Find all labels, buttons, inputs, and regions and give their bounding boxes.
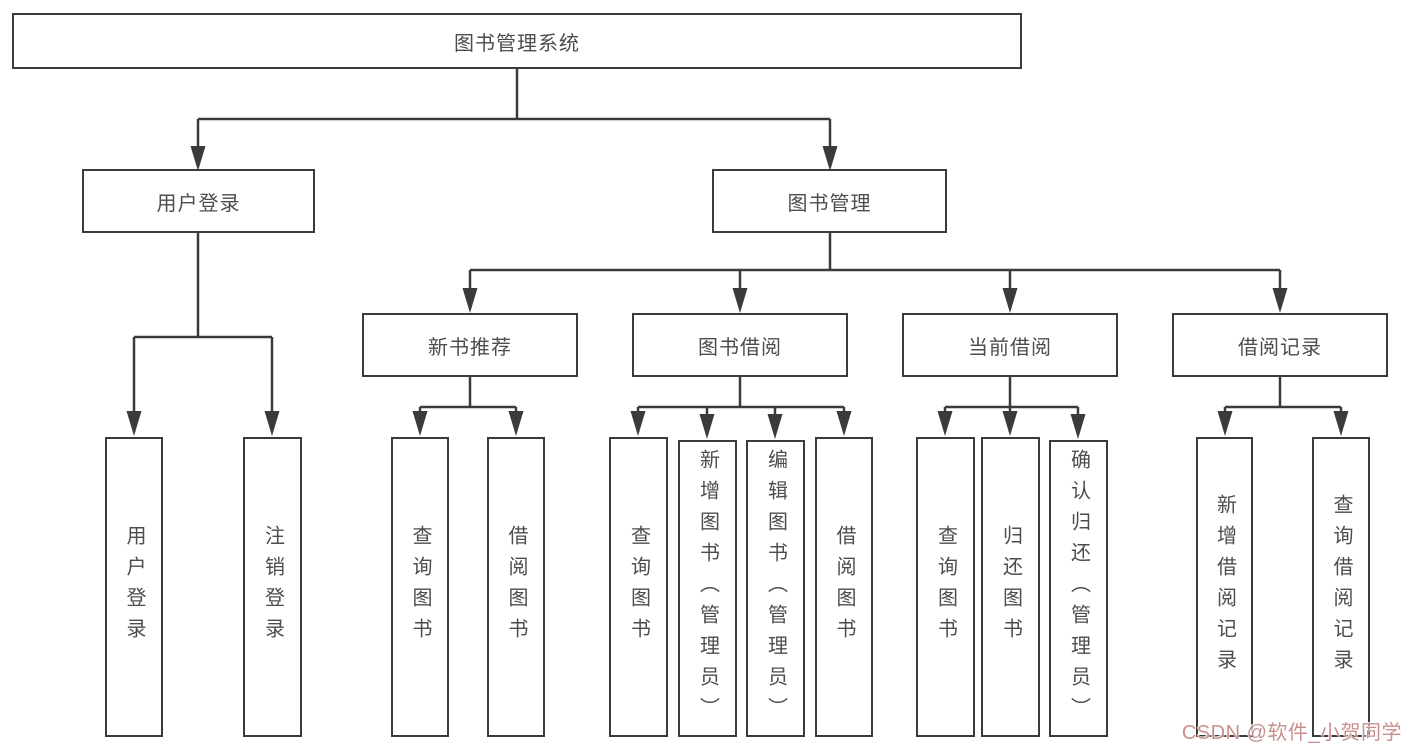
node-new-book-rec-label: 新书推荐 xyxy=(428,336,512,359)
node-logout-label: 注销登录 xyxy=(261,525,284,649)
node-nbr-borrow-book-label: 借阅图书 xyxy=(505,525,527,649)
node-nbr-borrow-book: 借阅图书 xyxy=(487,437,545,737)
node-login-label: 用户登录 xyxy=(123,525,145,649)
node-book-borrow: 图书借阅 xyxy=(632,313,848,377)
node-user-login-branch: 用户登录 xyxy=(82,169,315,233)
node-book-mgmt-branch: 图书管理 xyxy=(712,169,947,233)
node-cb-confirm-return-admin-label: 确认归还（管理员） xyxy=(1067,449,1090,728)
node-bb-edit-book-admin-label: 编辑图书（管理员） xyxy=(764,449,787,728)
node-user-login-branch-label: 用户登录 xyxy=(156,192,241,215)
node-new-book-rec: 新书推荐 xyxy=(362,313,578,377)
watermark-text: CSDN @软件_小贺同学 xyxy=(1181,722,1402,744)
node-bb-borrow-book-label: 借阅图书 xyxy=(833,525,855,649)
node-borrow-records: 借阅记录 xyxy=(1172,313,1388,377)
node-current-borrow-label: 当前借阅 xyxy=(968,336,1052,359)
node-bb-add-book-admin: 新增图书（管理员） xyxy=(678,440,737,737)
node-bb-query-book-label: 查询图书 xyxy=(627,525,650,649)
node-cb-query-book-label: 查询图书 xyxy=(934,525,957,649)
node-br-add-record-label: 新增借阅记录 xyxy=(1213,494,1236,680)
node-cb-confirm-return-admin: 确认归还（管理员） xyxy=(1049,440,1108,737)
node-bb-borrow-book: 借阅图书 xyxy=(815,437,873,737)
node-borrow-records-label: 借阅记录 xyxy=(1238,336,1322,359)
node-book-borrow-label: 图书借阅 xyxy=(698,336,782,359)
node-current-borrow: 当前借阅 xyxy=(902,313,1118,377)
node-bb-edit-book-admin: 编辑图书（管理员） xyxy=(746,440,805,737)
node-logout: 注销登录 xyxy=(243,437,302,737)
node-bb-query-book: 查询图书 xyxy=(609,437,668,737)
node-br-add-record: 新增借阅记录 xyxy=(1196,437,1253,737)
node-cb-query-book: 查询图书 xyxy=(916,437,975,737)
node-root: 图书管理系统 xyxy=(12,13,1022,69)
node-nbr-query-book: 查询图书 xyxy=(391,437,449,737)
node-br-query-record: 查询借阅记录 xyxy=(1312,437,1370,737)
node-cb-return-book: 归还图书 xyxy=(981,437,1040,737)
node-login: 用户登录 xyxy=(105,437,163,737)
node-br-query-record-label: 查询借阅记录 xyxy=(1330,494,1352,680)
node-bb-add-book-admin-label: 新增图书（管理员） xyxy=(696,449,719,728)
node-nbr-query-book-label: 查询图书 xyxy=(409,525,431,649)
node-cb-return-book-label: 归还图书 xyxy=(999,525,1022,649)
node-root-label: 图书管理系统 xyxy=(454,32,580,55)
node-book-mgmt-branch-label: 图书管理 xyxy=(787,192,872,215)
